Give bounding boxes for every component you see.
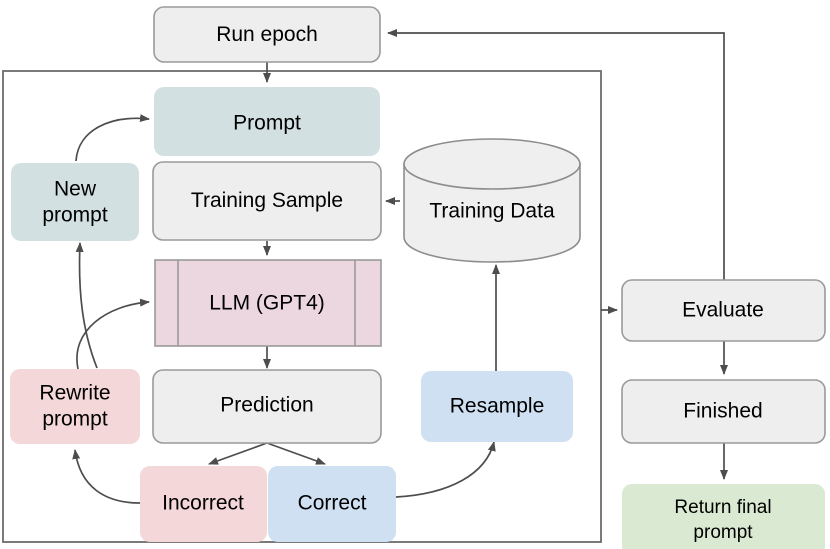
node-resample-shape bbox=[421, 371, 573, 442]
node-resample[interactable]: Resample bbox=[421, 371, 573, 442]
node-finished[interactable]: Finished bbox=[621, 379, 826, 444]
node-rewrite-prompt[interactable]: Rewrite prompt bbox=[10, 369, 140, 444]
node-run-epoch-shape bbox=[153, 6, 381, 63]
node-rewrite-prompt-shape bbox=[10, 369, 140, 444]
node-training-sample-label: Training Sample bbox=[191, 189, 343, 212]
node-new-prompt-label-line2: prompt bbox=[42, 204, 108, 227]
node-prompt-label: Prompt bbox=[233, 112, 301, 135]
node-incorrect-label: Incorrect bbox=[162, 492, 244, 515]
node-new-prompt-shape bbox=[11, 163, 139, 241]
node-training-sample[interactable]: Training Sample bbox=[152, 161, 382, 241]
node-correct-shape bbox=[268, 466, 396, 542]
node-correct-label: Correct bbox=[298, 492, 367, 515]
node-run-epoch-label: Run epoch bbox=[216, 23, 318, 46]
node-llm-shape bbox=[154, 259, 382, 347]
edge-new-prompt-to-prompt bbox=[75, 114, 150, 162]
node-correct[interactable]: Correct bbox=[268, 466, 396, 542]
node-return-final-prompt-label-line2: prompt bbox=[693, 522, 753, 543]
node-rewrite-prompt-label-line2: prompt bbox=[42, 408, 108, 431]
node-return-final-prompt-label-line1: Return final bbox=[674, 497, 771, 518]
edge-prediction-to-correct bbox=[266, 442, 326, 465]
node-evaluate[interactable]: Evaluate bbox=[621, 279, 826, 342]
edge-prediction-to-incorrect bbox=[208, 442, 268, 465]
node-prediction[interactable]: Prediction bbox=[152, 369, 382, 444]
node-llm[interactable]: LLM (GPT4) bbox=[154, 259, 382, 347]
node-prediction-shape bbox=[152, 369, 382, 444]
node-rewrite-prompt-label-line1: Rewrite bbox=[39, 382, 110, 405]
node-finished-shape bbox=[621, 379, 826, 444]
edge-rewrite-to-new-prompt bbox=[75, 242, 98, 369]
node-run-epoch[interactable]: Run epoch bbox=[153, 6, 381, 63]
node-finished-label: Finished bbox=[683, 400, 762, 423]
node-training-data-label: Training Data bbox=[429, 200, 555, 223]
edge-evaluate-to-run-epoch bbox=[387, 29, 725, 280]
node-prompt-shape bbox=[154, 87, 380, 156]
edge-correct-to-resample bbox=[395, 441, 496, 498]
node-training-data-body bbox=[403, 163, 581, 263]
node-new-prompt[interactable]: New prompt bbox=[11, 163, 139, 241]
node-resample-label: Resample bbox=[450, 395, 545, 418]
node-training-sample-shape bbox=[152, 161, 382, 241]
node-return-final-prompt[interactable]: Return final prompt bbox=[622, 484, 825, 549]
node-return-final-prompt-shape bbox=[622, 484, 825, 549]
node-llm-label: LLM (GPT4) bbox=[209, 292, 325, 315]
edge-incorrect-to-rewrite-prompt bbox=[72, 449, 141, 504]
node-evaluate-label: Evaluate bbox=[682, 299, 764, 322]
node-prompt[interactable]: Prompt bbox=[154, 87, 380, 156]
node-training-data-top-ellipse bbox=[403, 138, 581, 190]
node-incorrect-shape bbox=[140, 466, 267, 542]
node-evaluate-shape bbox=[621, 279, 826, 342]
node-new-prompt-label-line1: New bbox=[54, 178, 97, 201]
edge-rewrite-prompt-to-llm bbox=[76, 298, 150, 370]
node-prediction-label: Prediction bbox=[220, 394, 313, 417]
node-training-data[interactable]: Training Data bbox=[403, 138, 581, 263]
node-incorrect[interactable]: Incorrect bbox=[140, 466, 267, 542]
